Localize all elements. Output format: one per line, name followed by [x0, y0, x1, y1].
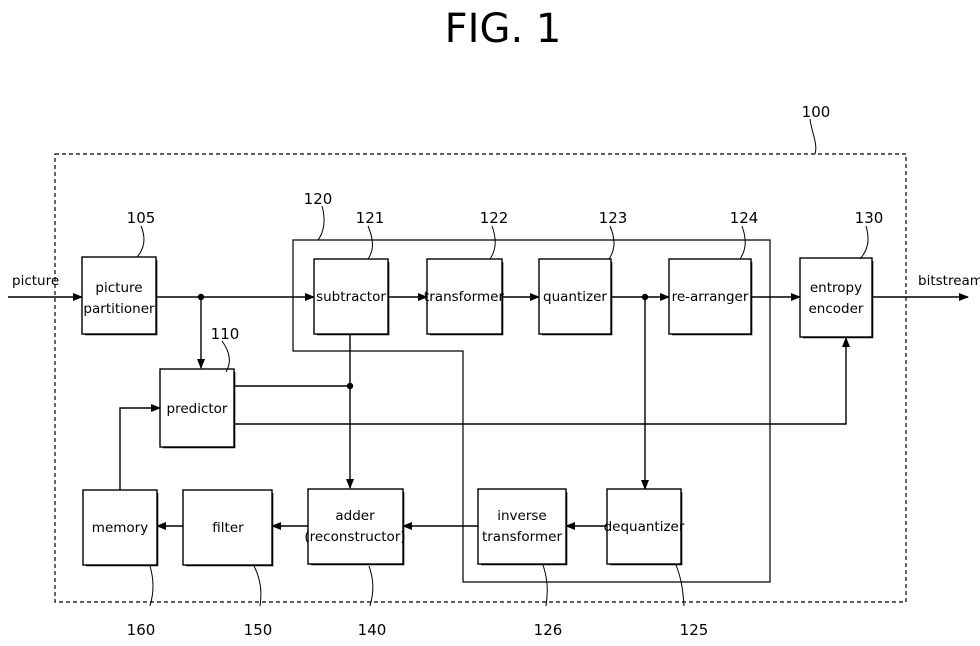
ref-124: 124 — [730, 209, 759, 227]
block-label: dequantizer — [604, 519, 685, 535]
ref-125: 125 — [680, 621, 709, 639]
block-transformer: transformer — [424, 258, 504, 336]
junction-dot — [197, 293, 205, 301]
group-120-outline — [292, 239, 771, 583]
ref-160: 160 — [127, 621, 156, 639]
ref-126: 126 — [534, 621, 563, 639]
block-label: transformer — [424, 289, 504, 305]
block-label: subtractor — [316, 289, 386, 305]
block-label: inverse — [497, 508, 547, 524]
block-picture-partitioner: picture partitioner — [81, 256, 158, 336]
block-re-arranger: re-arranger — [668, 258, 753, 336]
block-label: re-arranger — [672, 289, 749, 305]
ref-140: 140 — [358, 621, 387, 639]
input-label: picture — [12, 273, 59, 289]
ref-100: 100 — [802, 103, 831, 121]
apparatus-boundary — [54, 153, 907, 603]
block-label: entropy — [810, 280, 862, 296]
block-inverse-transformer: inverse transformer — [477, 488, 568, 566]
block-label: filter — [212, 520, 244, 536]
block-label: adder — [335, 508, 375, 524]
block-dequantizer: dequantizer — [604, 488, 685, 566]
block-entropy-encoder: entropy encoder — [799, 257, 874, 339]
block-adder: adder (reconstructor) — [304, 488, 406, 566]
block-subtractor: subtractor — [313, 258, 390, 336]
block-filter: filter — [182, 489, 274, 567]
block-label: partitioner — [83, 301, 155, 317]
block-label: transformer — [482, 529, 562, 545]
junction-dot — [641, 293, 649, 301]
junction-dot — [346, 382, 354, 390]
block-label: (reconstructor) — [304, 529, 405, 545]
ref-130: 130 — [855, 209, 884, 227]
ref-110: 110 — [211, 325, 240, 343]
block-label: picture — [95, 280, 142, 296]
figure-title: FIG. 1 — [445, 6, 562, 52]
ref-105: 105 — [127, 209, 156, 227]
reference-leaders — [136, 118, 869, 607]
block-label: encoder — [809, 301, 864, 317]
ref-122: 122 — [480, 209, 509, 227]
connection-wires — [8, 293, 969, 530]
ref-120: 120 — [304, 190, 333, 208]
block-label: quantizer — [543, 289, 607, 305]
block-quantizer: quantizer — [538, 258, 613, 336]
ref-150: 150 — [244, 621, 273, 639]
block-label: memory — [92, 520, 148, 536]
block-predictor: predictor — [159, 368, 236, 449]
ref-121: 121 — [356, 209, 385, 227]
ref-123: 123 — [599, 209, 628, 227]
block-memory: memory — [82, 489, 159, 567]
output-label: bitstream — [918, 273, 980, 289]
block-label: predictor — [167, 401, 228, 417]
